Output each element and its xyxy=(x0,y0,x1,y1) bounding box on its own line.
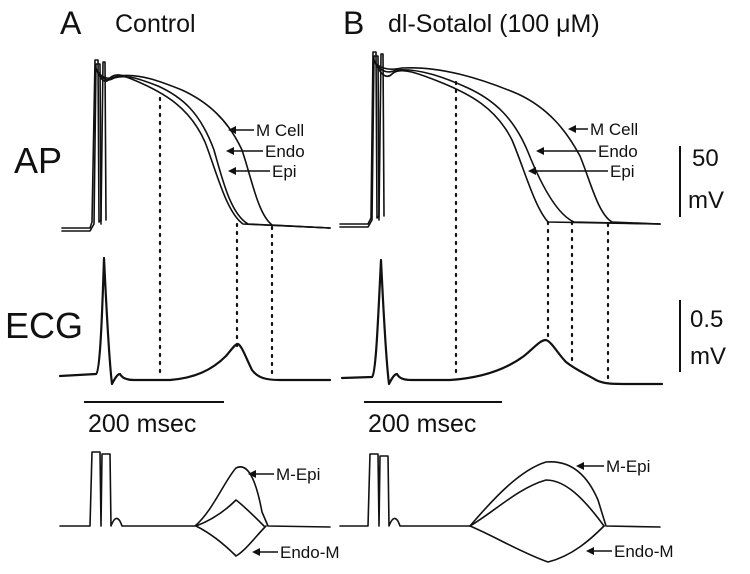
panel-a-ap-traces xyxy=(61,59,331,232)
ap-b-mcell-trace xyxy=(375,63,661,225)
ap-a-mcell-label: M Cell xyxy=(256,121,304,140)
ecg-scale-value: 0.5 xyxy=(690,306,723,333)
ecg-scale-bar: 0.5 mV xyxy=(679,300,726,372)
ap-b-labels: M Cell Endo Epi xyxy=(528,120,638,181)
diff-b-endo-m-label: Endo-M xyxy=(614,542,674,561)
ap-a-endo-trace xyxy=(96,69,331,229)
diff-a-m-epi-label: M-Epi xyxy=(276,465,320,484)
ap-row-label: AP xyxy=(14,140,62,181)
ap-b-endo-trace xyxy=(374,61,661,225)
diff-a-endo-m-label: Endo-M xyxy=(280,543,340,562)
ap-b-epi-label: Epi xyxy=(610,162,635,181)
time-scale-bar-b: 200 msec xyxy=(364,401,502,438)
ecg-b-trace xyxy=(340,258,664,386)
ap-scale-value: 50 xyxy=(692,145,719,172)
ap-a-labels: M Cell Endo Epi xyxy=(226,121,305,181)
ecg-scale-unit: mV xyxy=(690,343,726,370)
ap-a-endo-label: Endo xyxy=(265,142,305,161)
ap-b-epi-trace xyxy=(373,59,661,225)
diff-b-m-epi-label: M-Epi xyxy=(606,457,650,476)
panel-b-letter: B xyxy=(343,5,364,41)
time-scale-a-label: 200 msec xyxy=(88,410,196,438)
ap-a-epi-label: Epi xyxy=(272,162,297,181)
ap-b-mcell-label: M Cell xyxy=(590,120,638,139)
ecg-row-label: ECG xyxy=(5,305,83,346)
ap-scale-bar: 50 mV xyxy=(679,145,724,217)
panel-a-title: Control xyxy=(115,10,196,38)
panel-a-diff-traces: M-Epi Endo-M xyxy=(59,451,340,562)
panel-a-letter: A xyxy=(60,5,82,41)
panel-b-title: dl-Sotalol (100 μM) xyxy=(388,10,600,38)
ap-a-mcell-trace xyxy=(97,71,331,229)
time-scale-bar-a: 200 msec xyxy=(84,401,224,438)
ap-scale-unit: mV xyxy=(688,187,724,214)
time-scale-b-label: 200 msec xyxy=(368,410,476,438)
ecg-a-trace xyxy=(58,256,332,386)
ap-b-endo-label: Endo xyxy=(598,142,638,161)
panel-b-ap-traces xyxy=(339,51,661,228)
timing-lines xyxy=(158,80,610,386)
panel-b-diff-traces: M-Epi Endo-M xyxy=(339,453,674,563)
